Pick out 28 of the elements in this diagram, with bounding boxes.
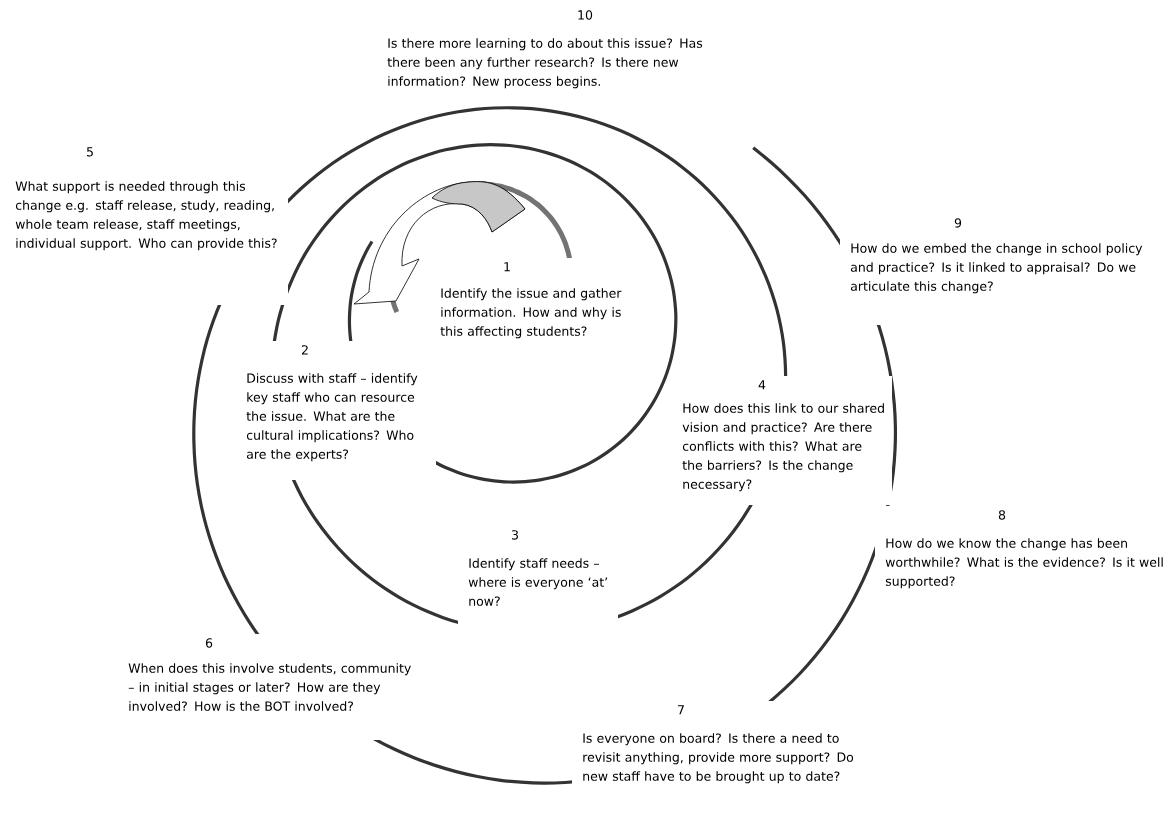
- step-box: 2 Discuss with staff – identify key staff who can resource the issue. What are the cultural implications? Who are the experts?: [236, 341, 436, 480]
- node-label: 2: [301, 345, 308, 355]
- node-label: 7: [678, 705, 684, 715]
- node-label: 5: [86, 147, 93, 157]
- node-label: Is everyone on board? Is there a need to revisit anything, provide more support? Do new staff have to be brought up to date?: [583, 733, 854, 784]
- node-label: 8: [998, 510, 1006, 520]
- node-label: 4: [758, 380, 766, 390]
- step-box: 1 Identify the issue and gather information. How and why is this affecting students?: [430, 258, 635, 375]
- node-label: 9: [954, 218, 962, 228]
- node-label: How do we know the change has been worthwhile? What is the evidence? Is it well supported?: [885, 538, 1163, 589]
- step-box: 9 How do we embed the change in school policy and practice? Is it linked to appraisal? Do we articulate this change?: [840, 214, 1150, 325]
- node-label: When does this involve students, community – in initial stages or later? How are they involved? How is the BOT involved?: [128, 663, 411, 711]
- node-label: What support is needed through this change e.g. staff release, study, reading, whole team release, staff meetings, individual support. Who can provide this?: [15, 181, 277, 251]
- node-label: How does this link to our shared vision and practice? Are there conflicts with this? What are the barriers? Is the change necessary?: [682, 403, 884, 492]
- step-box: 10 Is there more learning to do about this issue? Has there been any further research? Is there new information? New process begins.: [377, 6, 727, 105]
- node-label: 3: [511, 530, 518, 540]
- step-box: 8 How do we know the change has been worthwhile? What is the evidence? Is it well supported?: [875, 506, 1172, 605]
- step-box: 4 How does this link to our shared vision and practice? Are there conflicts with this? What are the barriers? Is the change necessary?: [672, 376, 892, 505]
- step-box: 3 Identify staff needs – where is everyone ‘at’ now?: [458, 526, 618, 645]
- step-box: 5 What support is needed through this change e.g. staff release, study, reading, whole team release, staff meetings, individual support. Who can provide this?: [5, 143, 288, 305]
- step-box: 6 When does this involve students, community – in initial stages or later? How are they involved? How is the BOT involved?: [118, 634, 438, 740]
- node-label: 6: [205, 638, 213, 648]
- step-box: 7 Is everyone on board? Is there a need to revisit anything, provide more support? Do new staff have to be brought up to date?: [572, 701, 877, 821]
- node-label: 1: [504, 262, 510, 272]
- node-label: Discuss with staff – identify key staff who can resource the issue. What are the cultural implications? Who are the experts?: [246, 373, 418, 462]
- node-label: Identify the issue and gather information. How and why is this affecting students?: [440, 288, 622, 339]
- node-label: Identify staff needs – where is everyone ‘at’ now?: [468, 558, 608, 606]
- node-label: How do we embed the change in school policy and practice? Is it linked to appraisal? Do we articulate this change?: [850, 243, 1143, 294]
